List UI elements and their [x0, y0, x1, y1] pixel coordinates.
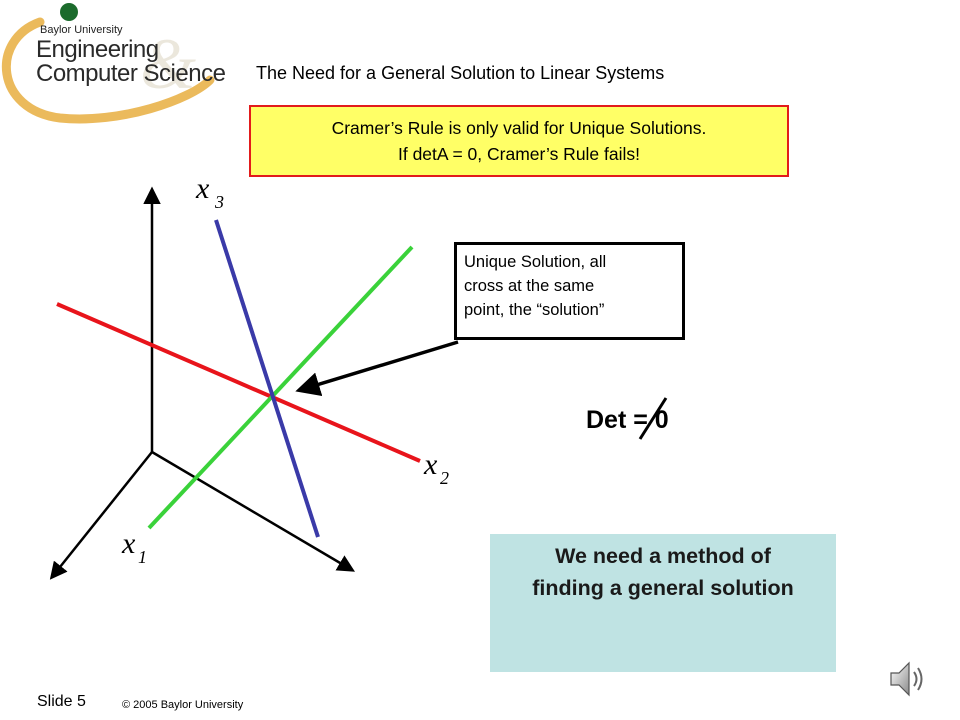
method-line-1: We need a method of — [555, 544, 771, 568]
logo-swoosh-icon: & — [1, 3, 215, 124]
axis-x1 — [49, 451, 153, 580]
cramer-notice-box: Cramer’s Rule is only valid for Unique S… — [249, 105, 789, 177]
pointer-arrow — [295, 340, 459, 397]
callout-line: Unique Solution, all — [464, 253, 607, 271]
baylor-logo: & — [0, 0, 240, 130]
notice-line-2: If detA = 0, Cramer’s Rule fails! — [397, 144, 641, 164]
red-line — [56, 302, 421, 463]
slide-number: Slide 5 — [37, 693, 86, 710]
det-label: Det = 0 — [586, 406, 669, 434]
callout-line: cross at the same — [464, 277, 595, 295]
logo-cs-text: Computer Science — [36, 60, 226, 87]
notice-line-1: Cramer’s Rule is only valid for Unique S… — [331, 118, 707, 138]
slide-title: The Need for a General Solution to Linea… — [256, 63, 665, 83]
unique-solution-callout: Unique Solution, all cross at the same p… — [454, 242, 685, 340]
axis-label-x1-sub: 1 — [138, 547, 147, 567]
axis-label-x3: x — [195, 172, 210, 205]
axis-label-x3-sub: 3 — [214, 192, 224, 212]
callout-line: point, the “solution” — [464, 301, 605, 319]
speaker-icon[interactable] — [888, 658, 928, 700]
method-line-2: finding a general solution — [532, 576, 794, 600]
axis-label-x2-sub: 2 — [440, 468, 449, 488]
axis-x2 — [151, 450, 356, 572]
copyright-text: © 2005 Baylor University — [122, 699, 244, 711]
svg-text:&: & — [140, 24, 196, 104]
axis-label-x2: x — [423, 448, 438, 481]
logo-university-text: Baylor University — [40, 24, 123, 36]
axis-label-x1: x — [121, 527, 136, 560]
green-line — [147, 245, 414, 530]
logo-engineering-text: Engineering — [36, 36, 159, 63]
general-solution-text: We need a method of finding a general so… — [490, 540, 836, 604]
general-solution-box: We need a method of finding a general so… — [490, 534, 836, 672]
det-strike — [638, 397, 668, 440]
blue-line — [214, 219, 320, 538]
